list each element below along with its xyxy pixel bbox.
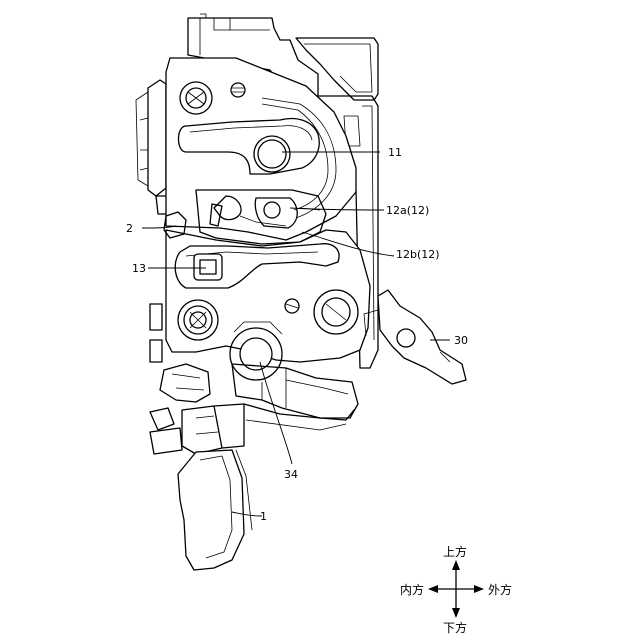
left-flange bbox=[136, 80, 168, 362]
lower-mechanism bbox=[150, 364, 358, 454]
part-13-block bbox=[194, 254, 222, 280]
direction-indicator: 上方 下方 内方 外方 bbox=[400, 544, 512, 635]
arrow-right-icon bbox=[474, 585, 484, 593]
direction-up: 上方 bbox=[443, 544, 467, 559]
upper-plate bbox=[166, 58, 356, 240]
label-1: 1 bbox=[260, 510, 267, 523]
arrow-down-icon bbox=[452, 608, 460, 618]
label-2: 2 bbox=[126, 222, 133, 235]
label-34: 34 bbox=[284, 468, 298, 481]
part-1-arm bbox=[178, 450, 252, 570]
lower-plate bbox=[166, 230, 370, 380]
arrow-left-icon bbox=[428, 585, 438, 593]
label-11: 11 bbox=[388, 146, 402, 159]
direction-down: 下方 bbox=[443, 620, 467, 635]
arrow-up-icon bbox=[452, 560, 460, 570]
label-13: 13 bbox=[132, 262, 146, 275]
label-12a: 12a(12) bbox=[386, 204, 429, 217]
part-30-lever bbox=[364, 290, 466, 384]
direction-inner: 内方 bbox=[400, 582, 424, 597]
direction-outer: 外方 bbox=[488, 582, 512, 597]
label-12b: 12b(12) bbox=[396, 248, 440, 261]
label-30: 30 bbox=[454, 334, 468, 347]
